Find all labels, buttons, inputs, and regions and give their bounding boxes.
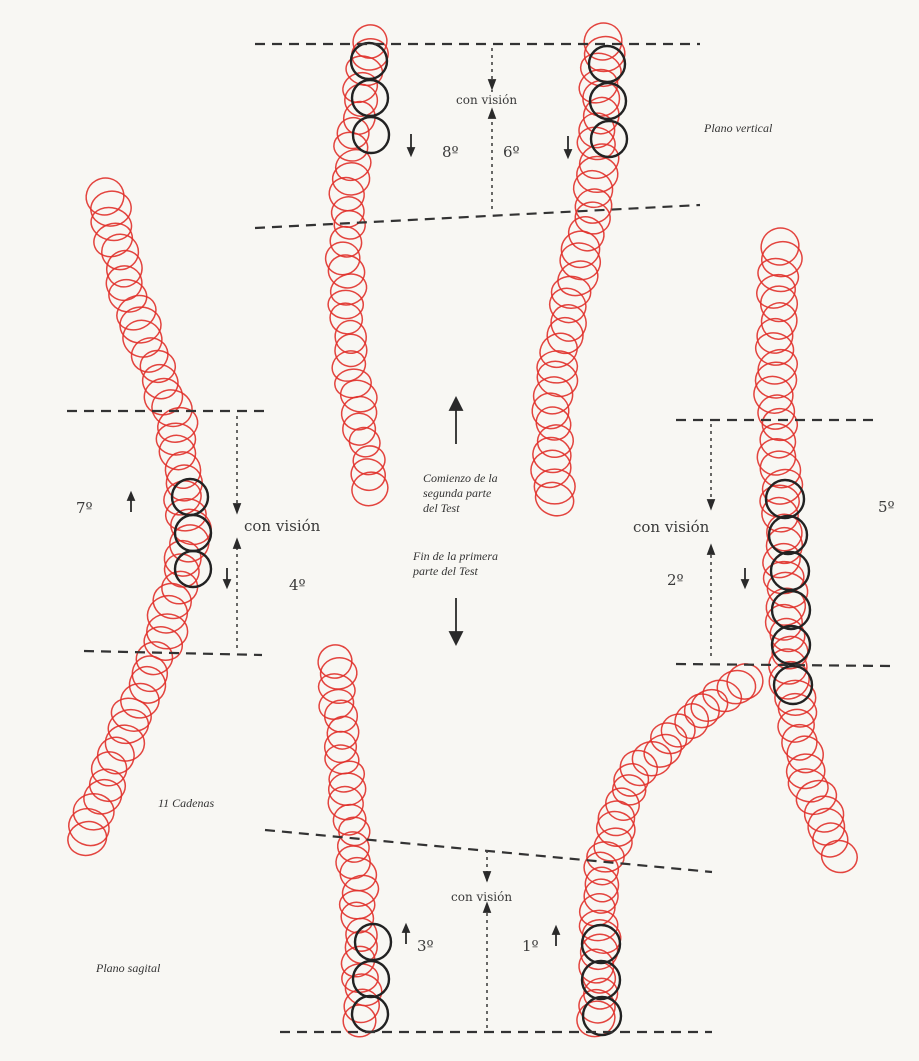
bottom-3-label: 3º	[417, 937, 434, 955]
black-circle-right	[771, 552, 809, 590]
guide-lines	[67, 44, 890, 1032]
red-loop	[699, 676, 745, 716]
comienzo-label-2: segunda parte	[423, 486, 492, 500]
fin-label-1: Fin de la primera	[412, 549, 498, 563]
comienzo-label-1: Comienzo de la	[423, 471, 498, 485]
small-arrow-down-icon	[408, 134, 414, 155]
fin-label-2: parte del Test	[412, 564, 479, 578]
red-loop	[79, 171, 130, 222]
small-arrow-up-icon	[403, 925, 409, 944]
right-2-label: 2º	[667, 571, 684, 589]
black-circle-bottom-left	[352, 996, 388, 1032]
red-loop	[775, 706, 818, 746]
measure-lines	[237, 48, 711, 1030]
red-loop	[156, 423, 196, 455]
red-loop	[107, 693, 155, 736]
red-loop	[632, 741, 673, 777]
arrow-up-icon	[450, 398, 462, 444]
red-loop	[684, 693, 720, 728]
left-7-label: 7º	[76, 499, 93, 517]
red-loop	[343, 915, 381, 954]
right-5-label: 5º	[878, 498, 895, 516]
red-loop	[754, 391, 799, 434]
bottom-con-vision-label: con visión	[451, 890, 512, 904]
top-6-label: 6º	[503, 143, 520, 161]
black-circle-top-right	[590, 83, 626, 119]
black-circle-left	[175, 551, 211, 587]
chain-right	[749, 221, 861, 876]
red-loop	[615, 745, 662, 790]
left-con-vision-label: con visión	[244, 517, 321, 535]
plano-sagital-label: Plano sagital	[95, 961, 161, 975]
small-arrow-up-icon	[128, 493, 134, 512]
black-circle-top-right	[591, 121, 627, 157]
top-lower-line	[255, 205, 700, 228]
small-arrow-down-icon	[565, 136, 571, 157]
right-lower-line	[676, 664, 890, 666]
right-con-vision-label: con visión	[633, 518, 710, 536]
red-loop	[347, 467, 393, 512]
chain-right-branch	[571, 657, 769, 1042]
red-loop	[111, 289, 162, 336]
small-arrow-down-icon	[224, 568, 230, 587]
top-8-label: 8º	[442, 143, 459, 161]
red-loop	[118, 315, 167, 363]
red-loop	[319, 656, 359, 691]
red-loop	[64, 817, 110, 859]
black-circle-right	[772, 626, 810, 664]
bottom-upper-line	[265, 830, 712, 872]
plano-vertical-label: Plano vertical	[703, 121, 773, 135]
black-circles	[172, 43, 812, 1035]
cadenas-label: 11 Cadenas	[158, 796, 214, 810]
black-circle-bottom-right	[582, 925, 620, 963]
top-con-vision-label: con visión	[456, 93, 517, 107]
bottom-1-label: 1º	[522, 937, 539, 955]
left-lower-line	[84, 651, 262, 655]
red-loop	[89, 189, 133, 228]
small-arrow-up-icon	[553, 927, 559, 946]
red-loop	[324, 755, 370, 797]
small-arrow-down-icon	[742, 568, 748, 587]
measure-arrowhead-icon	[234, 504, 240, 548]
chain-bottom-left	[312, 639, 386, 1038]
chain-top-left	[323, 19, 393, 511]
red-loop	[323, 742, 362, 776]
comienzo-label-3: del Test	[423, 501, 460, 515]
chain-top-right	[525, 16, 628, 521]
arrow-down-icon	[450, 598, 462, 644]
red-chains	[63, 16, 860, 1042]
red-loop	[339, 890, 375, 919]
left-4-label: 4º	[289, 576, 306, 594]
